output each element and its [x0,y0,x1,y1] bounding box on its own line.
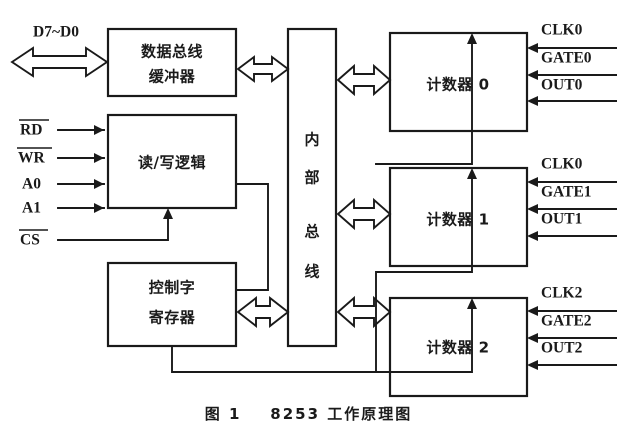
block-counter-0[interactable]: 计数器 0 [388,31,529,133]
control-word-line1: 控制字 [149,279,196,297]
block-data-bus-buffer[interactable]: 数据总线 缓冲器 [106,27,238,98]
right-signal-wires-counter-2 [526,302,617,373]
internal-bus-char4: 线 [304,263,319,281]
signal-label-a0: A0 [22,176,41,193]
block-control-word-register[interactable]: 控制字 寄存器 [106,261,238,348]
figure-caption: 图 1 8253 工作原理图 [204,405,413,423]
wire-rw-logic-to-control-word [235,183,269,291]
signal-label-gate1: GATE1 [541,184,592,201]
block-counter-2[interactable]: 计数器 2 [388,296,529,398]
signal-label-d7-d0: D7~D0 [33,24,79,41]
signal-label-wr: WR [18,150,46,167]
arrow-internal-bus-to-counter-2 [336,295,392,329]
signal-label-out2: OUT2 [541,340,583,357]
internal-bus-char1: 内 [304,131,319,149]
arrow-buffer-to-internal-bus [236,55,290,83]
left-signal-wires [57,125,173,241]
right-signal-labels-counter-2: CLK2 GATE2 OUT2 [541,285,592,357]
internal-bus-char3: 总 [304,223,319,241]
right-signal-wires-counter-1 [526,173,617,244]
counter-2-label: 计数器 2 [426,339,489,357]
rw-logic-label: 读/写逻辑 [138,154,206,172]
data-bus-buffer-line1: 数据总线 [141,43,203,61]
counter-1-label: 计数器 1 [426,211,489,229]
signal-label-a1: A1 [22,200,41,217]
signal-label-gate0: GATE0 [541,50,592,67]
signal-label-clk0-a: CLK0 [541,22,583,39]
right-signal-labels-counter-0: CLK0 GATE0 OUT0 [541,22,592,94]
block-rw-logic[interactable]: 读/写逻辑 [106,113,238,210]
block-internal-bus[interactable]: 内 部 总 线 [286,27,338,348]
signal-label-clk0-b: CLK0 [541,156,583,173]
right-signal-wires-counter-0 [526,39,617,109]
right-signal-labels-counter-1: CLK0 GATE1 OUT1 [541,156,592,228]
wire-control-bus-to-counter-2 [171,298,477,373]
wire-control-bus-to-counter-1 [375,168,477,373]
data-bus-external-arrow [10,46,109,78]
signal-label-out1: OUT1 [541,211,582,228]
signal-label-gate2: GATE2 [541,313,592,330]
block-counter-1[interactable]: 计数器 1 [388,166,529,268]
signal-label-cs: CS [20,232,40,249]
signal-label-rd: RD [20,122,42,139]
arrow-internal-bus-to-counter-0 [336,63,392,97]
wire-control-bus-to-counter-0 [375,33,477,165]
internal-bus-char2: 部 [304,169,319,187]
arrow-internal-bus-to-counter-1 [336,197,392,231]
counter-0-label: 计数器 0 [426,76,489,94]
signal-label-clk2: CLK2 [541,285,583,302]
data-bus-buffer-line2: 缓冲器 [149,68,196,86]
signal-label-out0: OUT0 [541,77,583,94]
control-word-line2: 寄存器 [149,309,196,327]
arrow-control-word-to-internal-bus [236,296,290,328]
left-signal-labels: RD WR A0 A1 CS [17,119,52,249]
